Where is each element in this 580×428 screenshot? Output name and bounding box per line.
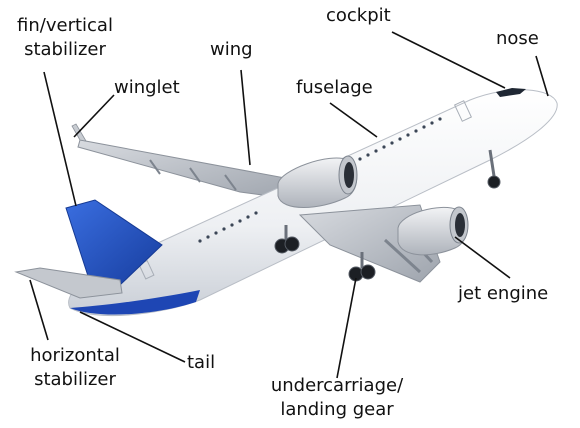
cabin-windows (198, 117, 442, 243)
engine-lower (397, 206, 469, 256)
label-fin-line1: fin/vertical (17, 15, 113, 36)
label-tail: tail (187, 352, 216, 373)
cockpit-windows (496, 88, 526, 97)
label-nose: nose (496, 28, 539, 49)
label-fin-line2: stabilizer (24, 39, 106, 60)
label-horizontal-stabilizer: horizontal stabilizer (18, 344, 132, 392)
horizontal-stabilizer-shape (14, 267, 123, 299)
label-undercarriage-line1: undercarriage/ (270, 375, 404, 396)
label-wing: wing (210, 39, 253, 60)
leader-lines (29, 31, 549, 379)
label-jet-engine: jet engine (458, 283, 549, 304)
label-fin-vertical-stabilizer: fin/vertical stabilizer (10, 14, 120, 62)
label-undercarriage-landing-gear: undercarriage/ landing gear (262, 374, 412, 422)
label-horizontal-line1: horizontal (30, 345, 120, 366)
label-undercarriage-line2: landing gear (280, 399, 394, 420)
vertical-fin (65, 199, 163, 286)
label-cockpit: cockpit (326, 5, 391, 26)
label-winglet: winglet (114, 77, 180, 98)
upper-wing (71, 123, 302, 201)
engine-upper (277, 155, 358, 208)
label-horizontal-line2: stabilizer (34, 369, 116, 390)
label-fuselage: fuselage (296, 77, 373, 98)
landing-gear (274, 149, 501, 282)
